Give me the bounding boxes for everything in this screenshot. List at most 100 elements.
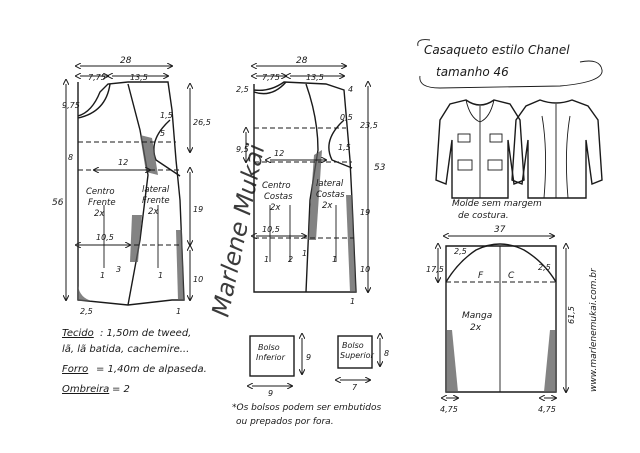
back-side-label-3: 2x	[322, 201, 333, 211]
back-seam-shade	[308, 150, 322, 240]
sleeve-right-shade	[544, 330, 556, 392]
ombreira-text: = 2	[112, 384, 130, 395]
front-mark-3: 3	[116, 265, 121, 274]
front-labels: 28 7,75 13,5 9,75 26,5 1,5 5 8 12 56 19 …	[52, 56, 211, 316]
pocket-note-line1: *Os bolsos podem ser embutidos	[232, 403, 381, 413]
pocket-superior-label-2: Superior	[340, 351, 375, 360]
back-labels: 28 7,75 13,5 2,5 4 0,5 23,5 9,5 12 53 1,…	[236, 56, 386, 306]
sleeve-hem-right-label: 4,75	[538, 405, 556, 414]
back-dart-label: 0,5	[340, 113, 353, 122]
ombreira-label: Ombreira	[62, 384, 109, 395]
sleeve-pattern-piece	[438, 236, 566, 398]
sleeve-back-mark: C	[508, 271, 515, 281]
sleeve-labels: 37 2,5 2,5 17,5 F C Manga 2x 61,5 4,75 4…	[426, 225, 576, 414]
front-hem-shade	[78, 286, 92, 301]
front-side-label: 19	[193, 205, 203, 214]
jacket-back-sketch	[511, 99, 603, 199]
front-side-label-1: lateral	[142, 185, 170, 195]
back-panel-label-2: Costas	[264, 192, 293, 202]
back-side-label-1: lateral	[316, 179, 344, 189]
back-armhole-depth-label: 1,5	[338, 143, 351, 152]
website-link[interactable]: www.marlenemukai.com.br	[589, 267, 599, 392]
tecido-label: Tecido	[62, 328, 94, 339]
back-shoulder-label: 13,5	[306, 73, 324, 82]
forro-text: = 1,40m de alpaseda.	[96, 364, 207, 375]
forro-label: Forro	[62, 364, 88, 375]
back-shoulder-drop-label: 4	[348, 85, 353, 94]
back-panel-label-1: Centro	[262, 181, 291, 191]
title-line2: tamanho 46	[436, 65, 509, 79]
sleeve-width-label: 37	[494, 225, 506, 235]
pocket-inferior-label-2: Inferior	[256, 353, 286, 362]
back-neck-label: 7,75	[262, 73, 280, 82]
sleeve-cap	[445, 243, 557, 283]
sleeve-cap-right-label: 2,5	[538, 263, 551, 272]
sleeve-hem-left-label: 4,75	[440, 405, 458, 414]
back-mark-1b: 1	[302, 249, 307, 258]
front-hem-curve-label: 2,5	[80, 307, 93, 316]
mold-note-line1: Molde sem margem	[452, 199, 542, 209]
pocket-note-line2: ou prepados por fora.	[236, 417, 334, 427]
front-pattern-piece	[66, 66, 190, 306]
front-neckline	[77, 83, 111, 119]
back-panel-seam	[305, 83, 319, 293]
pocket-superior-label-1: Bolso	[342, 341, 364, 350]
back-chest-label: 12	[274, 149, 284, 158]
pocket-superior-width: 7	[352, 383, 358, 392]
pocket-inferior-width: 9	[268, 389, 273, 398]
front-panel-label-3: 2x	[94, 209, 105, 219]
sleeve-label-1: Manga	[462, 311, 492, 321]
sleeve-length-label: 61,5	[567, 306, 576, 324]
jacket-front-sketch	[435, 99, 525, 199]
front-side-label-3: 2x	[148, 207, 159, 217]
front-mark-1: 1	[100, 271, 105, 280]
pocket-inferior: Bolso Inferior 9 9	[250, 336, 311, 398]
back-armhole-label: 23,5	[360, 121, 378, 130]
front-dart-label: 1,5	[160, 111, 173, 120]
back-mark-2: 2	[288, 255, 293, 264]
back-hem-label: 10	[360, 265, 370, 274]
back-mark-1: 1	[264, 255, 269, 264]
front-dart-depth-label: 5	[160, 129, 165, 138]
back-height-label: 53	[374, 163, 386, 173]
sleeve-cap-left-label: 2,5	[454, 247, 467, 256]
tecido-line1: : 1,50m de tweed,	[100, 328, 191, 339]
front-waist-shade	[130, 215, 142, 262]
sleeve-left-shade	[446, 330, 458, 392]
materials-notes: Tecido : 1,50m de tweed, lã, lã batida, …	[62, 328, 207, 395]
back-mark-1c: 1	[332, 255, 337, 264]
pocket-superior-height: 8	[384, 349, 389, 358]
sleeve-cap-height-label: 17,5	[426, 265, 444, 274]
back-pattern-piece	[246, 66, 368, 292]
front-chest-label: 8	[68, 153, 73, 162]
back-waist-label: 10,5	[262, 225, 280, 234]
sleeve-front-mark: F	[478, 271, 484, 281]
back-side-label-2: Costas	[316, 190, 345, 200]
back-neckline	[253, 81, 287, 95]
front-dart-shade	[140, 135, 158, 175]
front-waist-label: 10,5	[96, 233, 114, 242]
front-panel-label-2: Frente	[88, 198, 116, 208]
back-armhole	[328, 119, 353, 169]
back-side-label: 19	[360, 208, 370, 217]
front-hem-label: 10	[193, 275, 203, 284]
title-line1: Casaqueto estilo Chanel	[424, 43, 570, 57]
title-block: Casaqueto estilo Chanel tamanho 46	[417, 39, 603, 89]
pocket-superior: Bolso Superior 7 8	[338, 336, 389, 392]
pocket-inferior-label-1: Bolso	[258, 343, 280, 352]
front-width-label: 28	[120, 56, 132, 66]
front-shoulder-label: 13,5	[130, 73, 148, 82]
front-armhole-label: 26,5	[193, 118, 211, 127]
front-mark-1b: 1	[158, 271, 163, 280]
front-neck-label: 7,75	[88, 73, 106, 82]
pocket-superior-box	[337, 335, 373, 369]
pocket-inferior-height: 9	[306, 353, 311, 362]
front-neck-depth-label: 9,75	[62, 101, 80, 110]
back-mark-1d: 1	[350, 297, 355, 306]
front-bust-label: 12	[118, 158, 128, 167]
front-side-label-2: Frente	[142, 196, 170, 206]
back-side-shade	[346, 195, 356, 292]
front-side-shade	[176, 230, 184, 300]
front-panel-label-1: Centro	[86, 187, 115, 197]
